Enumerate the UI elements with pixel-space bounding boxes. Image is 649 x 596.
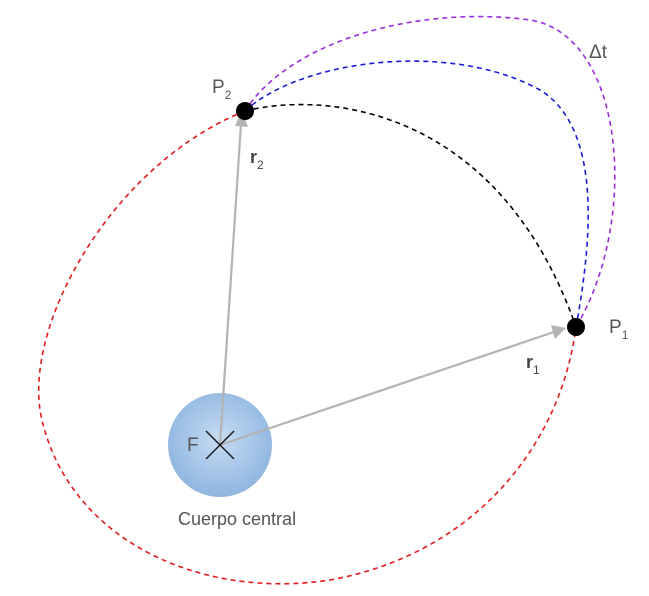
orbit-path bbox=[37, 110, 577, 585]
label-focus: F bbox=[187, 435, 199, 456]
label-r2: r2 bbox=[250, 147, 264, 172]
label-p1: P1 bbox=[609, 317, 629, 342]
label-r1: r1 bbox=[526, 352, 540, 377]
transfer-arc-purple bbox=[244, 15, 616, 328]
transfer-arc-blue bbox=[244, 60, 589, 328]
x-cross-icon bbox=[205, 430, 235, 460]
vector-r2 bbox=[218, 123, 243, 446]
arrowhead-icon bbox=[551, 325, 566, 339]
point-p1 bbox=[567, 318, 585, 336]
vector-r1 bbox=[219, 330, 555, 447]
label-delta-t: Δt bbox=[589, 42, 608, 63]
label-p2: P2 bbox=[212, 77, 232, 102]
point-p2 bbox=[236, 102, 254, 120]
label-central-body: Cuerpo central bbox=[178, 509, 296, 529]
transfer-arc-black bbox=[244, 103, 577, 328]
